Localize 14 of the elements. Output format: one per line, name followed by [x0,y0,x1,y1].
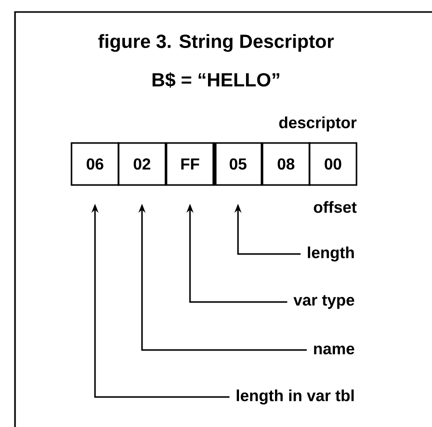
formula-heading: B$ = “HELLO” [152,72,280,88]
field-label: var type [294,295,354,309]
field-label: name [314,346,354,354]
byte-cell: 06 [70,142,120,186]
figure-title: figure 3. String Descriptor [98,34,334,52]
field-label: length [308,246,354,262]
field-label: length in var tbl [236,390,354,404]
byte-cell: FF [166,142,214,186]
descriptor-label: descriptor [279,116,357,132]
byte-cell: 05 [214,142,262,186]
byte-cell: 00 [308,142,358,186]
byte-cell: 08 [262,142,310,186]
offset-label: offset [314,201,357,213]
byte-cell: 02 [118,142,166,186]
